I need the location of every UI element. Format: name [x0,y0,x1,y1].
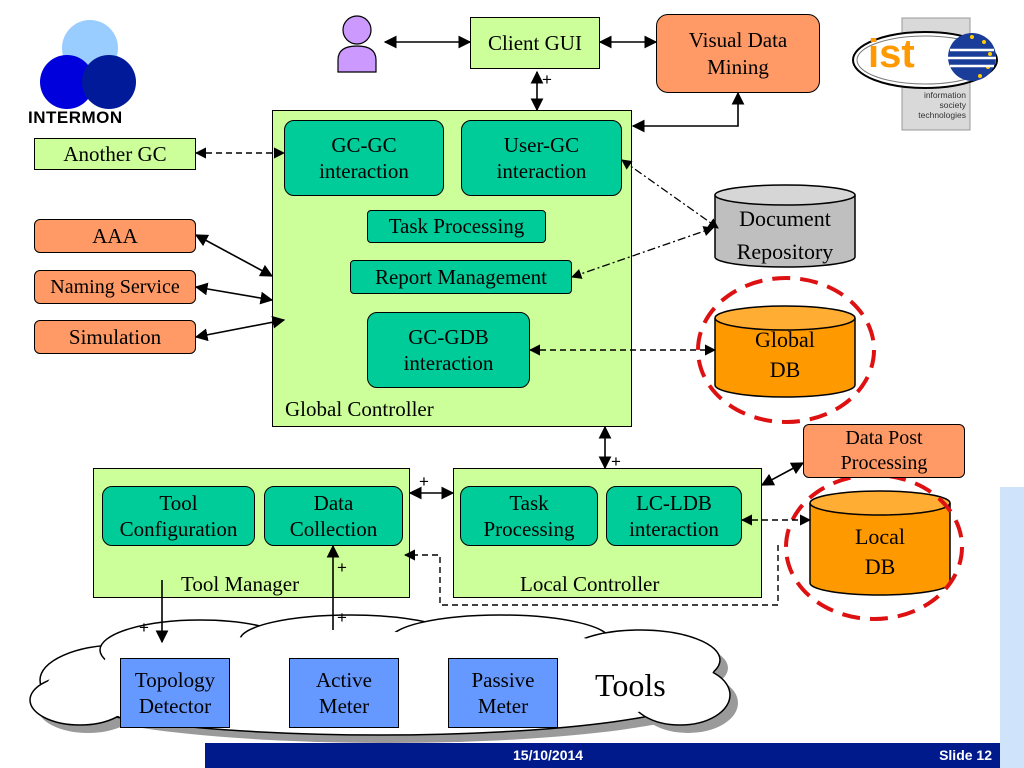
gc-gc-line: interaction [319,159,409,183]
naming-service-label: Naming Service [50,275,180,298]
data-collection-box: Data Collection [264,486,403,546]
another-gc-box: Another GC [34,138,196,170]
task-processing-lc-line: Processing [483,517,575,541]
topology-detector-line: Detector [138,694,212,718]
intermon-logo-text: INTERMON [28,108,123,127]
intermon-logo-circles [40,20,136,109]
naming-service-box: Naming Service [34,270,196,304]
lc-ldb-line: interaction [629,517,719,541]
data-post-processing-line: Data Post [845,427,923,449]
gc-gdb-line: interaction [403,351,494,375]
right-accent-bar [1000,487,1024,768]
data-post-processing-box: Data Post Processing [803,424,965,478]
document-repository-line: Repository [736,239,834,264]
document-repository-cylinder [714,184,856,268]
local-db-line: Local [854,524,906,549]
passive-meter-box: Passive Meter [448,658,558,728]
user-gc-line: interaction [496,159,587,183]
topology-detector-box: Topology Detector [120,658,230,728]
tool-configuration-line: Configuration [119,517,238,541]
user-gc-line: User-GC [503,132,580,157]
tools-label: Tools [595,667,666,703]
global-db-line: Global [755,327,815,352]
footer-slide-number: Slide 12 [939,747,992,763]
active-meter-line: Active [316,667,372,692]
passive-meter-line: Passive [471,667,535,692]
task-processing-lc-line: Task [509,490,549,515]
ist-logo-text: ist [868,32,915,76]
client-gui-label: Client GUI [488,30,582,55]
tool-configuration-line: Tool [159,490,198,515]
lc-ldb-line: LC-LDB [636,490,712,515]
global-db-cylinder [714,305,856,398]
plus-sign: + [139,618,149,637]
global-controller-label: Global Controller [285,397,434,421]
task-processing-lc-box: Task Processing [460,486,598,546]
footer-date: 15/10/2014 [513,747,584,763]
passive-meter-line: Meter [477,694,529,718]
another-gc-label: Another GC [63,141,167,166]
plus-sign: + [542,70,552,89]
data-collection-line: Data [313,490,354,515]
aaa-label: AAA [92,223,138,248]
visual-data-mining-line: Visual Data [688,28,788,53]
lc-ldb-interaction-box: LC-LDB interaction [606,486,742,546]
simulation-label: Simulation [68,324,162,349]
plus-sign: + [611,452,621,471]
ist-sub-line: technologies [918,110,966,120]
local-db-cylinder [809,490,951,596]
visual-data-mining-box: Visual Data Mining [656,14,820,93]
ist-logo-subtitle: information society technologies [904,90,966,120]
plus-sign: + [337,608,347,627]
active-meter-line: Meter [318,694,370,718]
global-db-label: Global DB [715,325,855,384]
gc-gdb-line: GC-GDB [408,324,489,349]
local-db-label: Local DB [810,522,950,581]
tool-configuration-box: Tool Configuration [102,486,255,546]
report-management-label: Report Management [374,264,548,289]
ist-sub-line: information [923,90,966,100]
report-management-box: Report Management [350,260,572,294]
gc-gc-line: GC-GC [331,132,397,157]
topology-detector-line: Topology [134,667,216,692]
aaa-box: AAA [34,219,196,253]
document-repository-label: Document Repository [715,202,855,268]
ist-sub-line: society [939,100,966,110]
global-db-line: DB [769,356,801,382]
task-processing-gc-label: Task Processing [388,214,525,239]
slide-footer: 15/10/2014 Slide 12 [205,743,1000,768]
local-db-line: DB [864,553,896,579]
ist-logo [852,17,998,131]
local-controller-label: Local Controller [520,572,660,596]
client-gui-box: Client GUI [470,17,600,69]
user-gc-interaction-box: User-GC interaction [461,120,622,196]
document-repository-line: Document [739,206,831,231]
global-db-highlight [696,276,876,424]
user-icon [337,15,377,73]
visual-data-mining-line: Mining [707,54,769,79]
data-collection-line: Collection [289,517,378,541]
task-processing-gc-box: Task Processing [367,210,546,243]
plus-sign: + [419,472,429,491]
plus-sign: + [337,558,347,577]
data-post-processing-line: Processing [840,452,928,474]
gc-gc-interaction-box: GC-GC interaction [284,120,444,196]
tool-manager-label: Tool Manager [181,572,300,596]
active-meter-box: Active Meter [289,658,399,728]
simulation-box: Simulation [34,320,196,354]
gc-gdb-interaction-box: GC-GDB interaction [367,312,530,388]
